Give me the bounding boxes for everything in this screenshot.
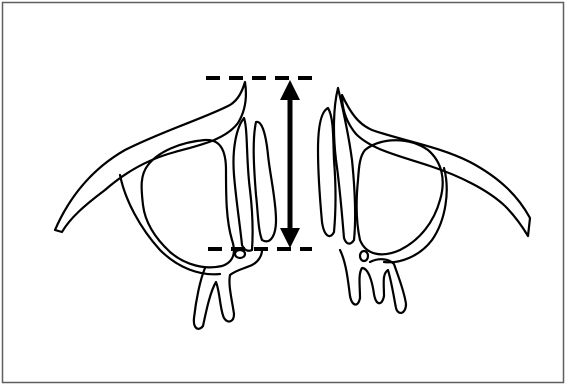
right-outer-wing — [342, 95, 530, 236]
figure-frame — [3, 3, 564, 383]
right-concha — [318, 108, 336, 236]
left-sinus-rim — [120, 175, 220, 274]
double-headed-arrow — [280, 80, 300, 248]
right-small-cell — [360, 251, 368, 261]
arrow-up-head — [280, 80, 300, 100]
left-concha — [254, 122, 276, 242]
left-outer-wing — [55, 82, 246, 232]
right-lower-process — [340, 250, 406, 313]
left-septal-plate — [233, 118, 252, 251]
arrow-down-head — [280, 228, 300, 248]
left-small-cell — [235, 250, 245, 258]
right-sinus-rim — [384, 168, 447, 262]
